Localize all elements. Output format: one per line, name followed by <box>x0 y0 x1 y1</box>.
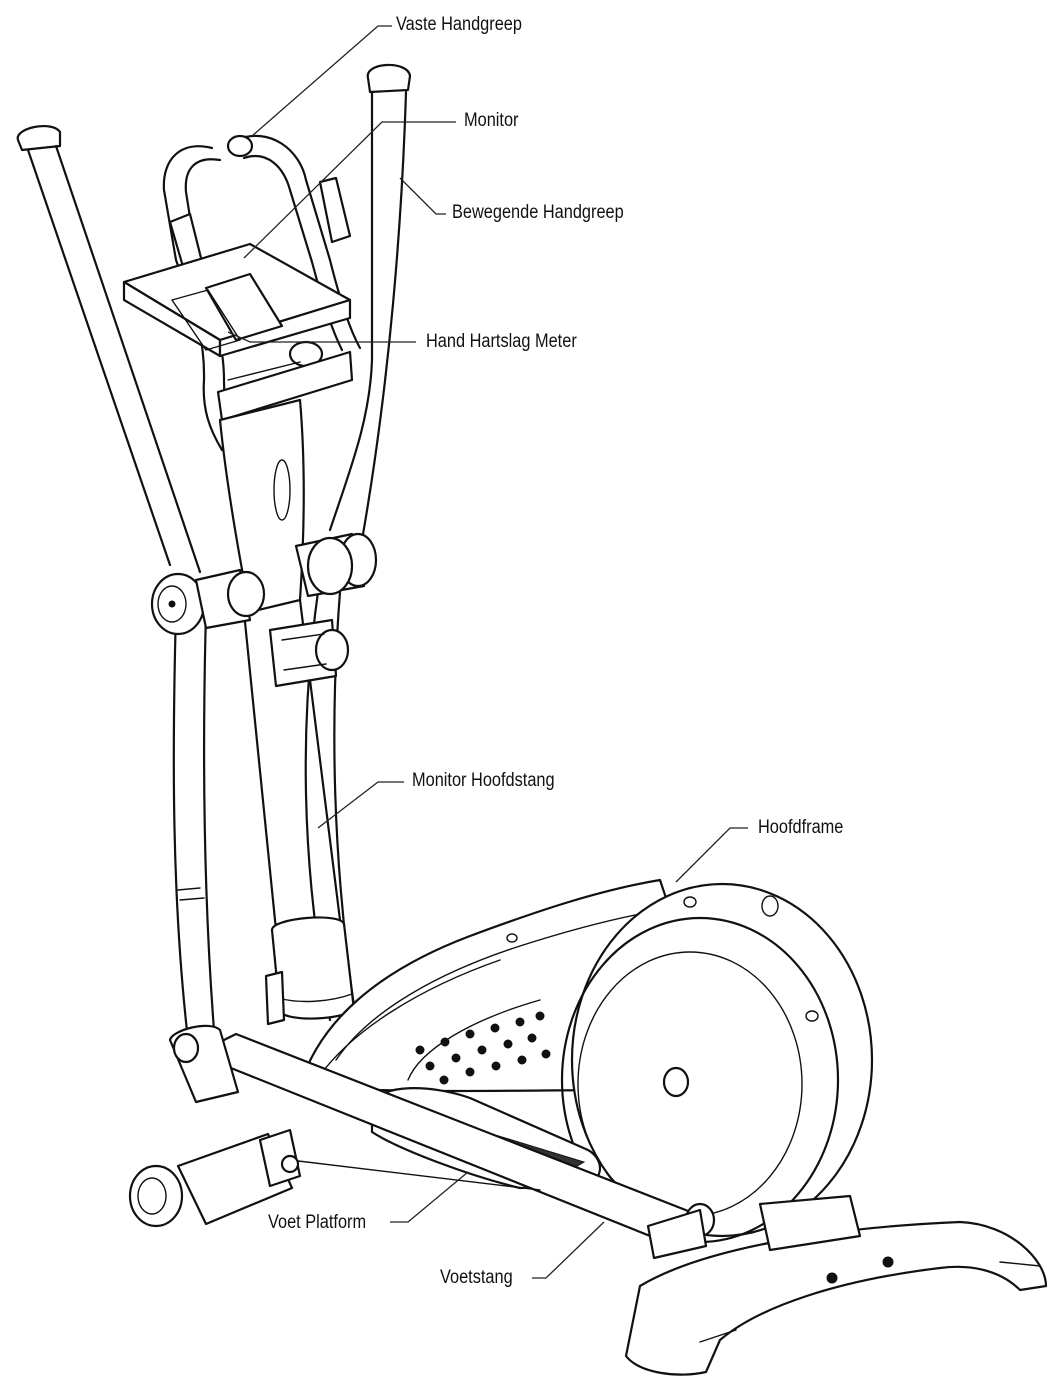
label-monitor-hoofdstang: Monitor Hoofdstang <box>412 770 555 791</box>
monitor <box>122 242 354 422</box>
leader-vaste-handgreep <box>251 25 392 137</box>
pivot-assembly-left <box>150 568 266 636</box>
label-vaste-handgreep: Vaste Handgreep <box>396 14 522 35</box>
label-monitor: Monitor <box>464 110 519 131</box>
leader-bewegende-handgreep <box>399 177 446 215</box>
monitor-main-post <box>218 398 356 1026</box>
leader-lines <box>227 25 748 1279</box>
label-bewegende-handgreep: Bewegende Handgreep <box>452 202 624 223</box>
label-hoofdframe: Hoofdframe <box>758 817 844 838</box>
shroud-vent-holes <box>415 1011 551 1085</box>
label-hand-hartslag-meter: Hand Hartslag Meter <box>426 331 577 352</box>
rear-bracket <box>268 618 350 688</box>
label-voet-platform: Voet Platform <box>268 1212 367 1233</box>
label-voetstang: Voetstang <box>440 1267 513 1288</box>
leader-hand-hartslag-meter <box>227 331 416 343</box>
leader-voet-platform <box>390 1171 469 1223</box>
pivot-assembly-right <box>294 532 378 598</box>
front-stabilizer <box>624 1194 1048 1376</box>
leader-monitor-hoofdstang <box>317 781 404 829</box>
main-frame <box>298 878 874 1244</box>
leader-monitor <box>243 121 456 259</box>
fixed-handlebar <box>162 134 362 452</box>
rear-stabilizer <box>128 1128 302 1228</box>
leader-hoofdframe <box>675 827 748 883</box>
leader-voetstang <box>532 1221 605 1279</box>
foot-bar <box>168 1024 716 1260</box>
left-moving-handle <box>16 124 216 1042</box>
